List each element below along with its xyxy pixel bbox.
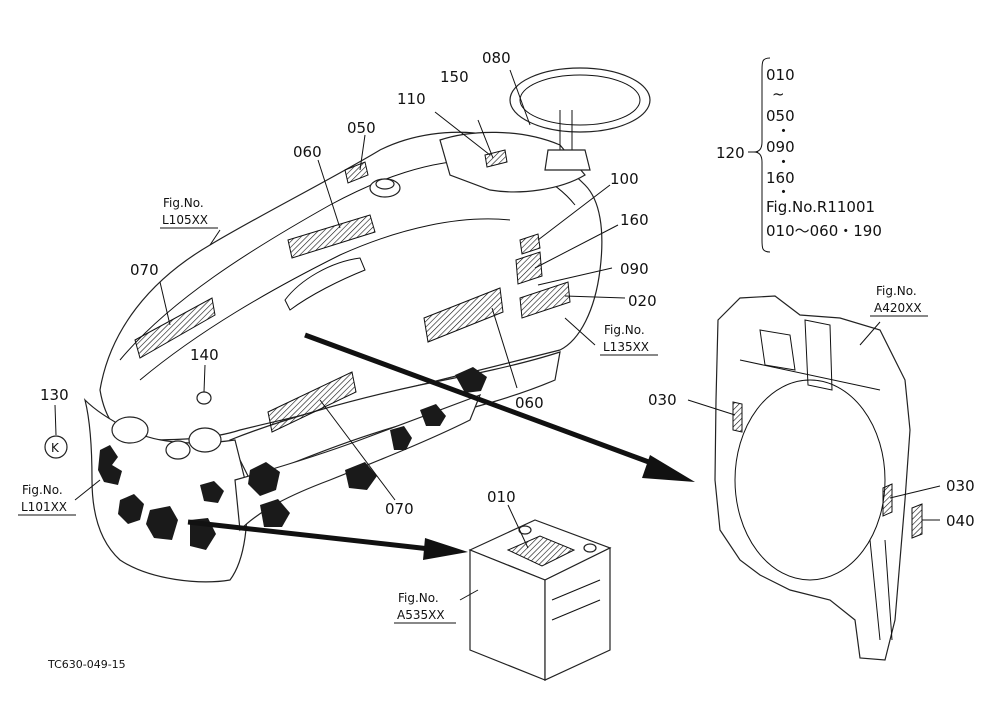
callout-120: 120 bbox=[716, 144, 745, 162]
figref-L101-label: Fig.No. bbox=[22, 483, 63, 497]
figref-A535-number: A535XX bbox=[397, 608, 445, 622]
callout-020: 020 bbox=[628, 292, 657, 310]
figref-L101-number: L101XX bbox=[21, 500, 67, 514]
figref-A420-label: Fig.No. bbox=[876, 284, 917, 298]
callout-090: 090 bbox=[620, 260, 649, 278]
callout-070: 070 bbox=[130, 261, 159, 279]
group-list-item: ・ bbox=[776, 183, 791, 201]
callout-060: 060 bbox=[515, 394, 544, 412]
group-list-item: ~ bbox=[772, 85, 785, 103]
group-list-item: 160 bbox=[766, 169, 795, 187]
group-list-item: ・ bbox=[776, 153, 791, 171]
group-list-item: 090 bbox=[766, 138, 795, 156]
callout-070: 070 bbox=[385, 500, 414, 518]
callout-040: 040 bbox=[946, 512, 975, 530]
leader-lines bbox=[54, 57, 941, 601]
callouts: 080 150 110 050 060 100 160 090 020 070 … bbox=[40, 49, 975, 530]
figref-A420-number: A420XX bbox=[874, 301, 922, 315]
tractor-body: K bbox=[44, 131, 603, 583]
group-list-item: Fig.No.R11001 bbox=[766, 198, 875, 216]
callout-050: 050 bbox=[347, 119, 376, 137]
arrows bbox=[187, 332, 695, 560]
decals bbox=[134, 149, 571, 433]
callout-080: 080 bbox=[482, 49, 511, 67]
figref-A535-label: Fig.No. bbox=[398, 591, 439, 605]
figure-references: Fig.No. L105XX Fig.No. L135XX Fig.No. L1… bbox=[18, 196, 928, 624]
group-list-item: 010～060・190 bbox=[766, 222, 882, 240]
callout-030: 030 bbox=[648, 391, 677, 409]
callout-110: 110 bbox=[397, 90, 426, 108]
drawing-code: TC630-049-15 bbox=[47, 658, 126, 671]
callout-100: 100 bbox=[610, 170, 639, 188]
figref-L105-label: Fig.No. bbox=[163, 196, 204, 210]
callout-030: 030 bbox=[946, 477, 975, 495]
battery bbox=[468, 519, 612, 681]
callout-130: 130 bbox=[40, 386, 69, 404]
figref-L105-number: L105XX bbox=[162, 213, 208, 227]
svg-text:K: K bbox=[51, 441, 60, 455]
callout-140: 140 bbox=[190, 346, 219, 364]
steering-wheel bbox=[509, 67, 651, 171]
group-list-item: 050 bbox=[766, 107, 795, 125]
callout-010: 010 bbox=[487, 488, 516, 506]
group-list-item: 010 bbox=[766, 66, 795, 84]
radiator-panel bbox=[714, 295, 923, 661]
group-list: 010 ~ 050 ・ 090 ・ 160 ・ Fig.No.R11001 01… bbox=[766, 66, 882, 240]
callout-060: 060 bbox=[293, 143, 322, 161]
figref-L135-label: Fig.No. bbox=[604, 323, 645, 337]
group-list-item: ・ bbox=[776, 122, 791, 140]
callout-160: 160 bbox=[620, 211, 649, 229]
callout-150: 150 bbox=[440, 68, 469, 86]
figref-L135-number: L135XX bbox=[603, 340, 649, 354]
